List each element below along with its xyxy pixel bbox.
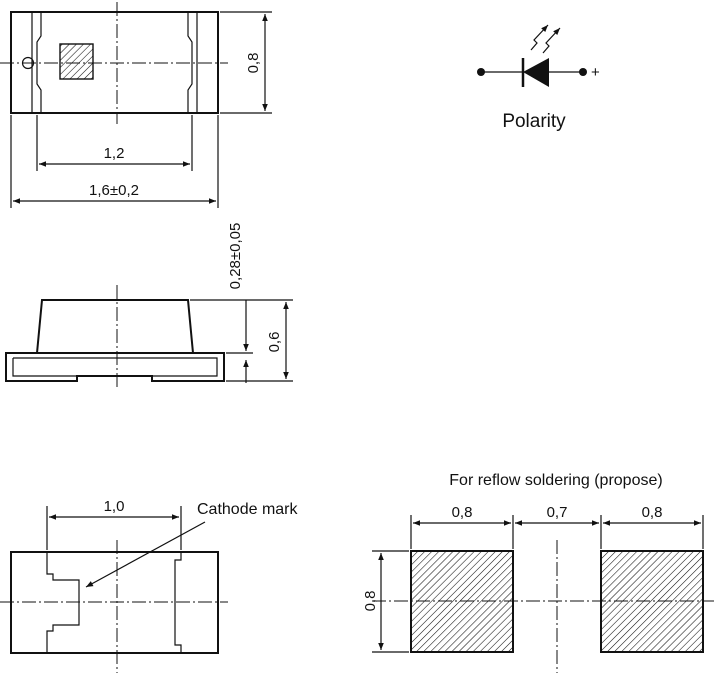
cathode-mark-leader	[85, 521, 206, 588]
bottom-view-dim-span-text: 1,0	[104, 498, 125, 515]
bottom-view: 1,0 Cathode mark	[0, 498, 298, 673]
top-view-chip	[59, 43, 94, 80]
top-view: 0,8 1,2 1,6±0,2	[0, 2, 272, 208]
polarity-symbol: + Polarity	[477, 24, 600, 132]
light-emission-arrow-1	[530, 24, 549, 51]
side-view-dim-lead-text: 0,28±0,05	[227, 223, 244, 290]
top-view-lead-left-inner	[36, 12, 42, 113]
bottom-view-anode-pad	[174, 552, 182, 653]
light-emission-arrow-2	[542, 27, 561, 54]
footprint-title: For reflow soldering (propose)	[449, 472, 662, 489]
top-view-lead-right-inner	[187, 12, 193, 113]
polarity-terminal-right	[579, 68, 587, 76]
side-view-lens	[36, 299, 194, 354]
side-view-lead-frame	[5, 352, 225, 382]
cathode-mark-label: Cathode mark	[197, 501, 298, 518]
footprint-dim-height-text: 0,8	[362, 591, 379, 612]
polarity-plus-sign: +	[591, 64, 600, 81]
side-view: 0,28±0,05 0,6	[5, 223, 293, 390]
footprint-dim-gap-text: 0,7	[547, 504, 568, 521]
polarity-label: Polarity	[502, 111, 566, 132]
side-view-lead-inner	[12, 357, 218, 377]
reflow-footprint: For reflow soldering (propose) 0,8 0,7 0…	[362, 472, 714, 673]
footprint-dim-pad-left-text: 0,8	[452, 504, 473, 521]
side-view-dim-height-text: 0,6	[266, 332, 283, 353]
footprint-dim-pad-right-text: 0,8	[642, 504, 663, 521]
diode-triangle	[523, 58, 549, 87]
top-view-dim-inner-text: 1,2	[104, 145, 125, 162]
top-view-dim-total-text: 1,6±0,2	[89, 182, 139, 199]
top-view-dim-height-text: 0,8	[245, 53, 262, 74]
